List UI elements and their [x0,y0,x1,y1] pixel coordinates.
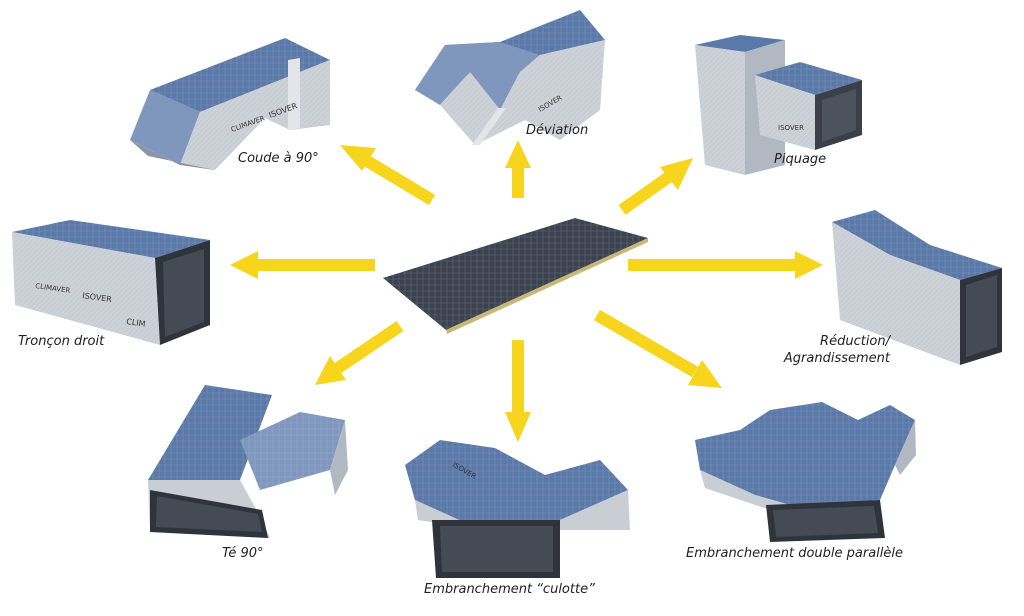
double-duct [695,402,916,542]
troncon-duct: CLIMAVER ISOVER CLIM [12,220,210,345]
label-coude: Coude à 90° [238,151,319,166]
arrow-to-te [315,321,404,385]
arrow-to-culotte [505,340,531,442]
reduction-duct [832,210,1002,365]
piquage-mark: ISOVER [778,124,804,132]
arrow-to-double [593,309,722,388]
coude-duct: CLIMAVER ISOVER [130,38,330,170]
culotte-duct: ISOVER [405,440,630,578]
label-double: Embranchement double parallèle [686,546,903,561]
arrow-to-coude [340,145,436,206]
label-culotte: Embranchement “culotte” [424,582,595,597]
label-reduction-line1: Réduction/ [820,334,890,349]
troncon-mark-b: ISOVER [82,291,113,304]
center-board [383,218,648,334]
label-reduction-line2: Agrandissement [783,351,890,366]
label-te: Té 90° [222,546,264,561]
arrow-to-troncon [230,251,375,279]
deviation-duct: ISOVER [415,10,605,145]
arrow-to-piquage [618,158,693,215]
label-piquage: Piquage [774,152,827,167]
troncon-mark-c: CLIM [126,317,146,329]
label-deviation: Déviation [526,123,589,138]
label-troncon: Tronçon droit [18,334,105,349]
label-reduction: Réduction/ Agrandissement [770,333,890,367]
piquage-duct: ISOVER [695,35,862,175]
arrow-to-deviation [505,140,531,198]
arrow-to-reduction [628,251,823,279]
te-duct [148,385,348,538]
